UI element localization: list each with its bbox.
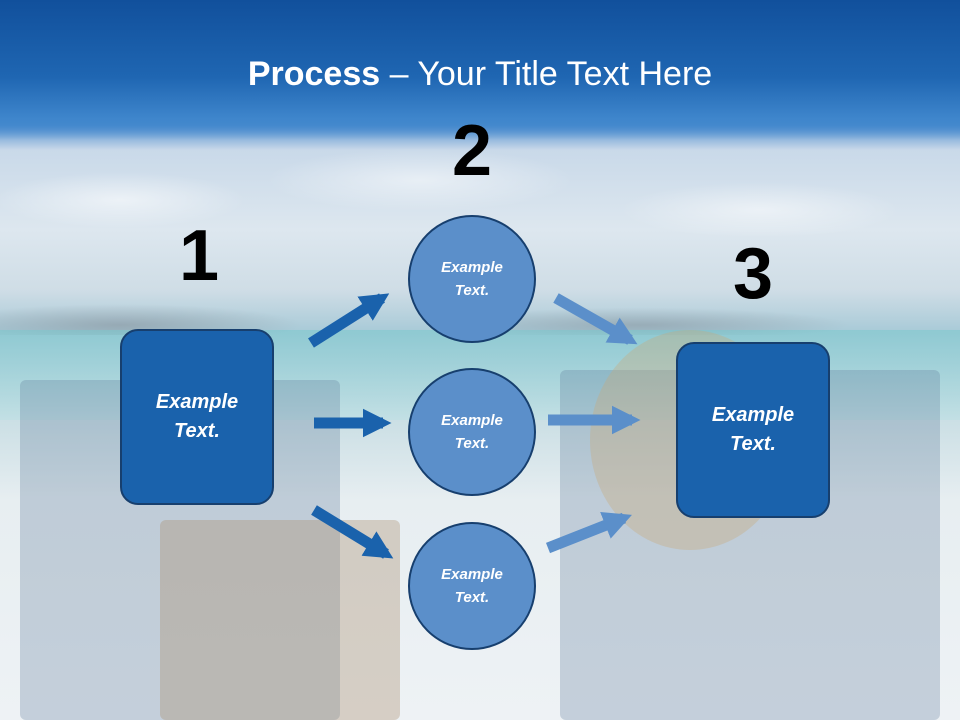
step-3-label: Example Text. — [711, 404, 795, 455]
step-number-1: 1 — [178, 216, 220, 296]
background-bag — [160, 520, 400, 720]
step-1-label: Example Text. — [155, 391, 239, 442]
step-3-box: Example Text. — [676, 342, 830, 518]
step-1-box: Example Text. — [120, 329, 274, 505]
title-dash: – — [380, 55, 418, 93]
circle-top-label: Example Text. — [441, 259, 503, 299]
step-number-2: 2 — [451, 111, 493, 191]
slide-title: Process – Your Title Text Here — [0, 52, 960, 96]
title-rest: Your Title Text Here — [417, 55, 713, 93]
step-2-circle-bottom: Example Text. — [408, 522, 536, 650]
circle-middle-label: Example Text. — [441, 412, 503, 452]
circle-bottom-label: Example Text. — [441, 566, 503, 606]
title-banner — [0, 0, 960, 140]
step-2-circle-top: Example Text. — [408, 215, 536, 343]
step-2-circle-middle: Example Text. — [408, 368, 536, 496]
step-number-3: 3 — [732, 234, 774, 314]
title-bold: Process — [247, 55, 381, 93]
